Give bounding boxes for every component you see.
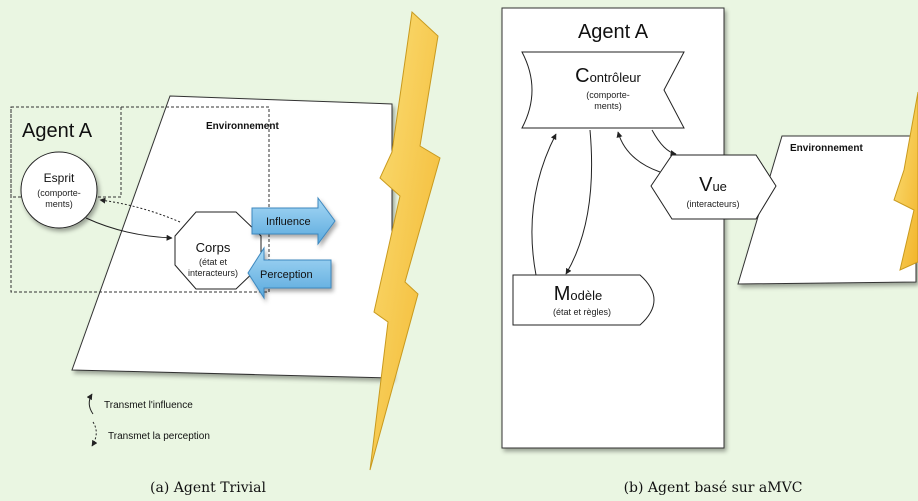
corps-title: Corps — [196, 240, 231, 255]
modele-sub: (état et règles) — [553, 307, 611, 317]
controleur-to-vue-arrow — [651, 129, 677, 157]
esprit-title: Esprit — [44, 171, 75, 185]
legend-dotted-arrow — [91, 421, 98, 447]
legend-solid-arrow — [86, 393, 94, 415]
legend-a: Transmet l'influence Transmet la percept… — [86, 393, 210, 447]
corps-sub-1: (état et — [199, 257, 228, 267]
esprit-sub-1: (comporte- — [37, 188, 81, 198]
vue-node — [650, 154, 777, 220]
esprit-sub-2: ments) — [45, 199, 73, 209]
perception-label: Perception — [260, 269, 313, 281]
influence-arrow: Influence — [251, 196, 336, 246]
controleur-to-modele-arrow — [565, 129, 593, 275]
vue-sub: (interacteurs) — [686, 199, 739, 209]
figure-b: Agent A Contrôleur (comporte- ments) Mod… — [501, 7, 918, 496]
influence-label: Influence — [266, 216, 311, 228]
controleur-node — [521, 51, 685, 129]
legend-perception-text: Transmet la perception — [108, 431, 210, 442]
vue-rest: ue — [712, 179, 726, 194]
perception-arrow: Perception — [247, 246, 332, 300]
modele-title: Modèle — [554, 283, 602, 305]
controleur-title: Contrôleur — [575, 65, 641, 87]
environment-plane-b — [737, 135, 917, 285]
corps-sub-2: interacteurs) — [188, 268, 238, 278]
modele-to-controleur-arrow — [531, 133, 557, 276]
agent-boundary-a — [10, 106, 270, 293]
influence-connector — [85, 217, 173, 241]
controleur-sub-1: (comporte- — [586, 90, 630, 100]
vue-title: Vue — [699, 174, 727, 196]
caption-b: (b) Agent basé sur aMVC — [624, 480, 803, 496]
vue-to-controleur-arrow — [616, 131, 661, 173]
agent-label-a: Agent A — [22, 120, 93, 142]
lightning-bolt-b — [893, 91, 918, 271]
legend-influence-text: Transmet l'influence — [104, 400, 193, 411]
esprit-node — [20, 151, 98, 229]
modele-node — [512, 274, 655, 326]
figure-a: Environnement Agent A Esprit (comporte- … — [10, 10, 441, 496]
environment-label-a: Environnement — [206, 121, 279, 132]
agent-label-b: Agent A — [578, 21, 649, 43]
corps-node — [174, 211, 262, 290]
environment-label-b: Environnement — [790, 143, 863, 154]
modele-initial: M — [554, 283, 571, 305]
lightning-bolt-a — [369, 10, 441, 471]
controleur-initial: C — [575, 65, 589, 87]
modele-rest: odèle — [570, 288, 602, 303]
controleur-rest: ontrôleur — [590, 70, 642, 85]
caption-a: (a) Agent Trivial — [150, 480, 266, 496]
controleur-sub-2: ments) — [594, 101, 622, 111]
perception-connector — [99, 197, 181, 223]
vue-initial: V — [699, 174, 713, 196]
